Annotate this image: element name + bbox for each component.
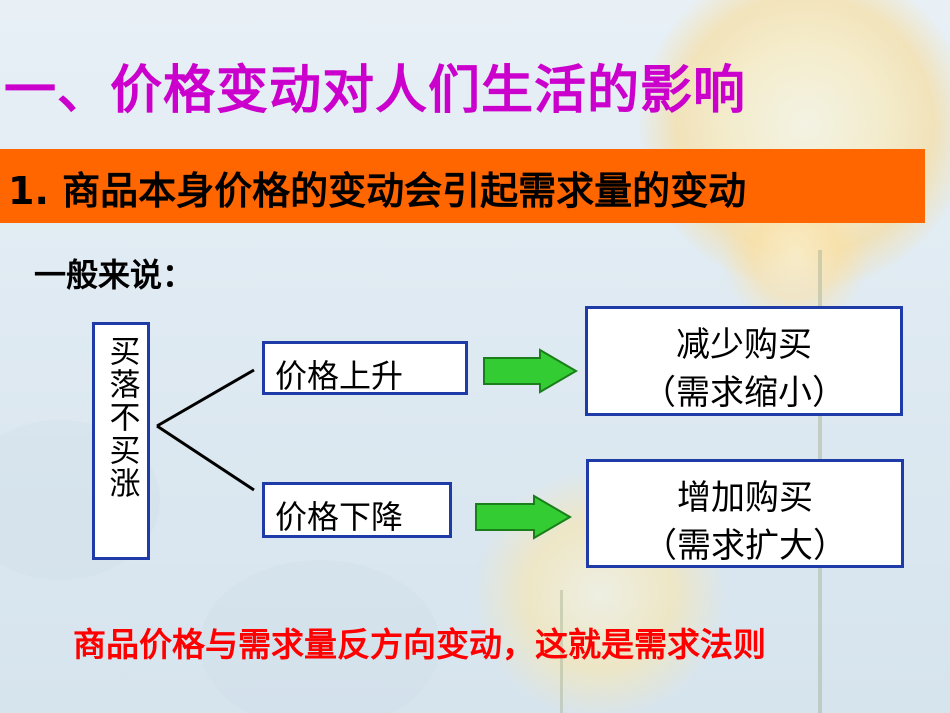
result-down-line1: 增加购买 <box>677 478 813 518</box>
right-arrow-icon <box>483 348 578 394</box>
price-down-box: 价格下降 <box>262 482 452 538</box>
price-up-label: 价格上升 <box>275 357 404 395</box>
vertical-label: 买落不买涨 <box>103 335 140 500</box>
demand-law-conclusion: 商品价格与需求量反方向变动，这就是需求法则 <box>73 625 766 664</box>
branch-line-up <box>156 368 255 428</box>
result-box-up: 减少购买 （需求缩小） <box>585 306 903 416</box>
vertical-label-box: 买落不买涨 <box>92 322 150 560</box>
intro-text: 一般来说： <box>34 256 195 294</box>
page-title: 一、价格变动对人们生活的影响 <box>4 61 747 121</box>
section-banner <box>0 149 925 223</box>
stem-decoration <box>560 590 563 713</box>
blob-decoration <box>200 560 440 713</box>
result-down-line2: （需求扩大） <box>643 526 847 566</box>
result-up-line1: 减少购买 <box>676 325 812 365</box>
result-box-down: 增加购买 （需求扩大） <box>586 459 904 568</box>
right-arrow-icon <box>475 494 572 540</box>
section-heading: 1. 商品本身价格的变动会引起需求量的变动 <box>8 169 747 213</box>
branch-line-down <box>156 424 255 492</box>
price-down-label: 价格下降 <box>275 498 404 536</box>
result-up-line2: （需求缩小） <box>642 373 846 413</box>
price-up-box: 价格上升 <box>262 341 468 395</box>
